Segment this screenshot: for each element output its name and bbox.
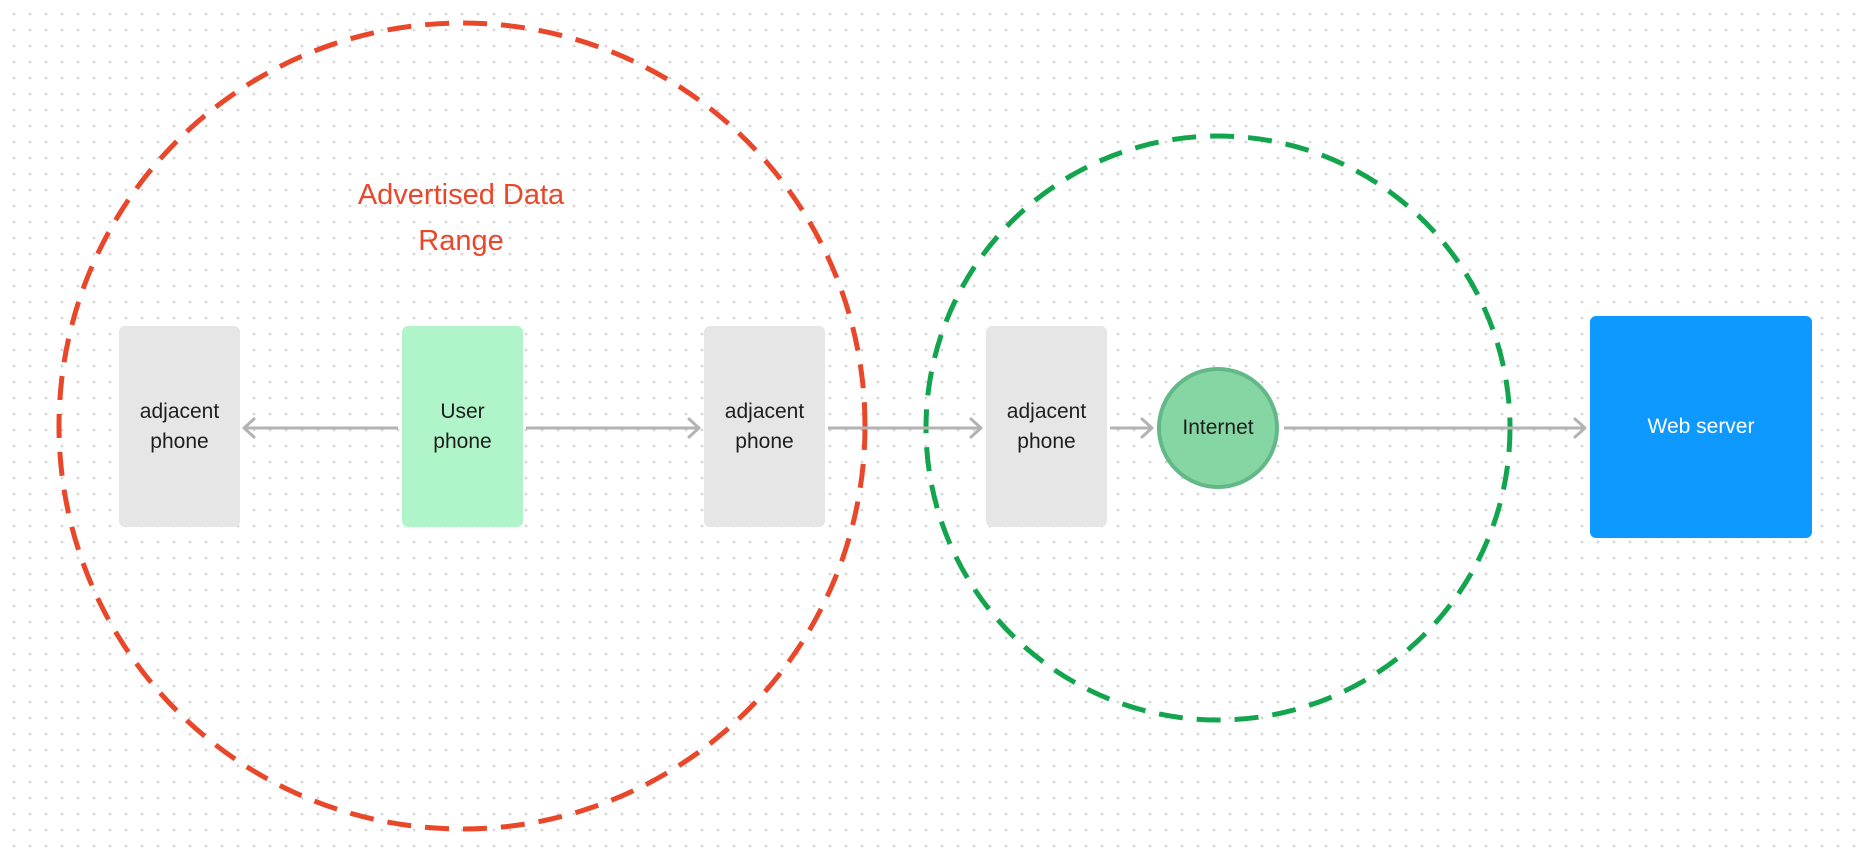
internet-node[interactable]: Internet [1157,367,1279,489]
user-phone-node[interactable]: User phone [402,326,523,527]
advertised-range-circle [56,20,868,832]
adjacent-phone-node[interactable]: adjacent phone [119,326,240,527]
advertised-data-range-label: Advertised Data Range [357,179,565,257]
adjacent-phone-node[interactable]: adjacent phone [986,326,1107,527]
adjacent-phone-node[interactable]: adjacent phone [704,326,825,527]
web-server-node[interactable]: Web server [1590,316,1812,538]
